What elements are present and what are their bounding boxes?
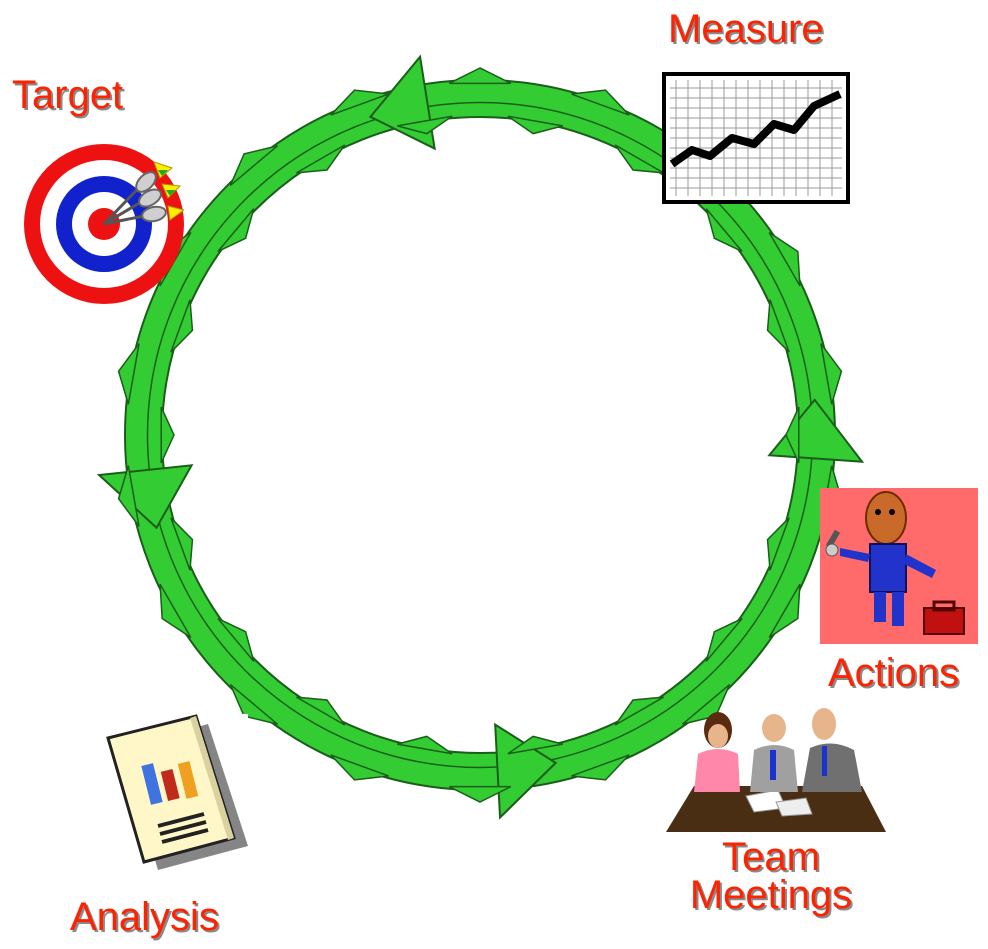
ring-tooth: [571, 754, 630, 781]
team-label-line2: Meetings: [689, 873, 853, 917]
ring-tooth: [681, 684, 731, 725]
mechanic-icon: [820, 488, 978, 644]
ring-tooth-inner: [160, 406, 175, 464]
ring-tooth-inner: [785, 406, 800, 464]
analysis-label: Analysis: [70, 895, 219, 939]
target-label: Target: [12, 73, 124, 117]
ring-tooth: [117, 465, 140, 527]
ring-tooth: [768, 231, 801, 287]
ring-tooth: [159, 583, 192, 639]
ring-tooth-inner: [705, 617, 743, 662]
ring-tooth-inner: [766, 299, 790, 353]
ring-tooth: [117, 343, 140, 405]
ring-tooth-inner: [170, 299, 194, 353]
ring-tooth-inner: [217, 617, 255, 662]
ring-tooth: [448, 67, 512, 85]
ring-tooth-inner: [614, 144, 664, 174]
team-meetings-label: Team Meetings: [676, 835, 866, 917]
measure-label: Measure: [668, 7, 824, 51]
ring-tooth-inner: [296, 696, 346, 726]
ring-tooth: [820, 343, 843, 405]
ring-arrowhead-1: [96, 464, 194, 530]
team-label-line1: Team: [722, 835, 820, 879]
line-chart-icon: [662, 72, 850, 204]
ring-tooth-inner: [217, 208, 255, 253]
ring-tooth: [330, 754, 389, 781]
ring-tooth: [768, 583, 801, 639]
green-ring: [96, 54, 865, 820]
ring-tooth: [229, 145, 279, 186]
ring-tooth: [229, 684, 279, 725]
ring-tooth: [330, 89, 389, 116]
ring-tooth-inner: [170, 517, 194, 571]
ring-tooth: [448, 785, 512, 803]
ring-tooth-inner: [396, 735, 453, 755]
ring-tooth-inner: [296, 144, 346, 174]
ring-tooth-inner: [705, 208, 743, 253]
ring-tooth-inner: [507, 115, 564, 135]
ring-tooth-inner: [507, 735, 564, 755]
ring-arrowhead-2: [494, 722, 558, 820]
ring-tooth-inner: [766, 517, 790, 571]
dartboard-icon: [24, 140, 186, 308]
ring-tooth: [571, 89, 630, 116]
ring-tooth-inner: [396, 115, 453, 135]
actions-label: Actions: [828, 651, 960, 695]
meeting-icon: [666, 706, 886, 834]
ring-tooth-inner: [614, 696, 664, 726]
report-icon: [100, 714, 248, 874]
ring-arrowhead-3: [767, 398, 865, 463]
